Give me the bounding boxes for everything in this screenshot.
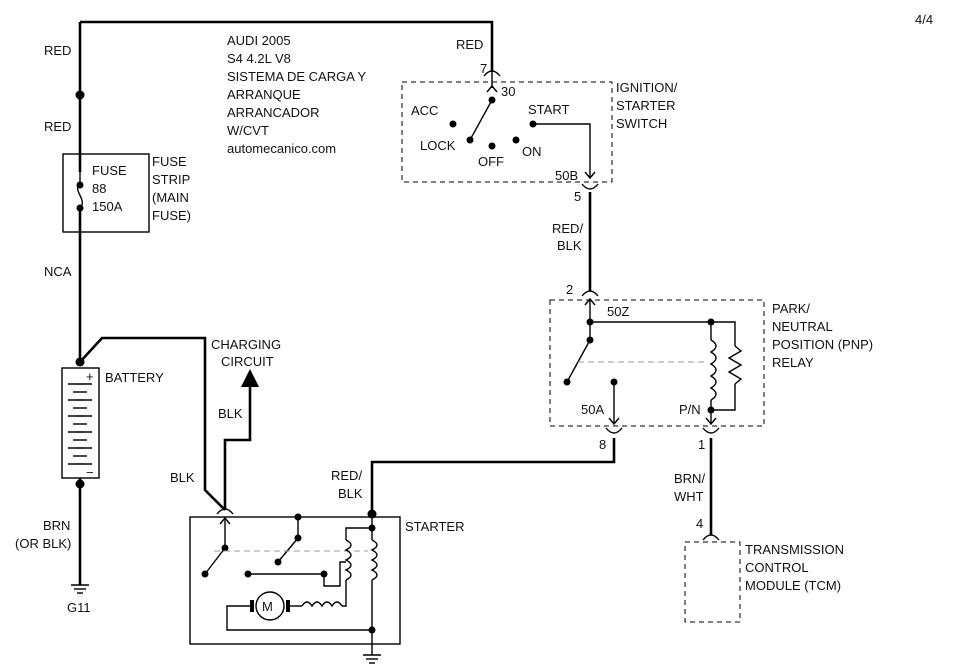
tcm-label-1: TRANSMISSION — [745, 542, 844, 557]
wire-top-red — [80, 20, 494, 72]
tcm-pin-4: 4 — [696, 516, 703, 531]
ignition-connector-top-icon — [483, 70, 501, 93]
fuse-strip-box — [62, 153, 150, 233]
wire-label-brn-wht-a: BRN/ — [674, 471, 705, 486]
pnp-relay-internals — [563, 318, 743, 426]
ignition-lock: LOCK — [420, 138, 456, 153]
ignition-off: OFF — [478, 154, 504, 169]
pnp-connector-bottom-icons — [605, 427, 720, 434]
ignition-start: START — [528, 102, 569, 117]
tcm-label-2: CONTROL — [745, 560, 809, 575]
pnp-label-2: NEUTRAL — [772, 319, 833, 334]
wire-label-nca: NCA — [44, 264, 72, 279]
pnp-relay-box — [549, 299, 765, 427]
ignition-label-1: IGNITION/ — [616, 80, 678, 95]
page-number: 4/4 — [915, 12, 933, 27]
ignition-acc: ACC — [411, 103, 438, 118]
motor-label: M — [262, 599, 273, 614]
battery-box — [61, 367, 100, 479]
wire-red-blk-pnp-starter — [370, 438, 616, 510]
wire-battery-blk — [79, 336, 226, 511]
tcm-box — [684, 541, 741, 623]
starter-box — [189, 516, 401, 645]
pnp-pin-50z: 50Z — [607, 304, 629, 319]
charging-arrow — [241, 369, 259, 387]
pnp-label-1: PARK/ — [772, 301, 810, 316]
title-line-1: AUDI 2005 — [227, 33, 291, 48]
title-line-2: S4 4.2L V8 — [227, 51, 291, 66]
battery-minus: − — [86, 465, 94, 480]
ground-symbol-g11 — [71, 580, 89, 594]
title-line-6: W/CVT — [227, 123, 269, 138]
ignition-pin-50b: 50B — [555, 168, 578, 183]
fuse-symbol — [76, 172, 84, 214]
wire-label-red-blk-1a: RED/ — [552, 221, 583, 236]
fuse-label-3: 150A — [92, 199, 123, 214]
wire-label-red-blk-2a: RED/ — [331, 468, 362, 483]
wire-label-red-blk-1b: BLK — [557, 238, 582, 253]
ignition-pin-30: 30 — [501, 84, 515, 99]
ignition-pin-7: 7 — [480, 61, 487, 76]
charging-label-1: CHARGING — [211, 337, 281, 352]
pnp-pin-1: 1 — [698, 437, 705, 452]
ignition-switch-box — [401, 81, 613, 183]
ignition-pin-5: 5 — [574, 189, 581, 204]
pnp-label-3: POSITION (PNP) — [772, 337, 873, 352]
battery-neg-dot — [75, 479, 85, 489]
wire-label-brn: BRN — [43, 518, 70, 533]
fuse-strip-label-4: FUSE) — [152, 208, 191, 223]
fuse-label-2: 88 — [92, 181, 106, 196]
title-line-4: ARRANQUE — [227, 87, 301, 102]
motor-icon — [250, 591, 290, 621]
wire-label-blk-charge: BLK — [218, 406, 243, 421]
ground-symbol-starter — [363, 645, 381, 664]
pnp-connector-top-icon — [581, 290, 599, 322]
fuse-strip-label-2: STRIP — [152, 172, 190, 187]
wire-label-red-top: RED — [456, 37, 483, 52]
tcm-connector-icon — [702, 534, 720, 541]
pnp-pin-pn: P/N — [679, 402, 701, 417]
wire-label-red-blk-2b: BLK — [338, 486, 363, 501]
ignition-on: ON — [522, 144, 542, 159]
pnp-pin-8: 8 — [599, 437, 606, 452]
fuse-strip-label-1: FUSE — [152, 154, 187, 169]
battery-plus: + — [86, 369, 94, 384]
wire-label-blk-starter: BLK — [170, 470, 195, 485]
title-line-3: SISTEMA DE CARGA Y — [227, 69, 367, 84]
tcm-label-3: MODULE (TCM) — [745, 578, 841, 593]
ground-label: G11 — [67, 600, 91, 615]
title-line-5: ARRANCADOR — [227, 105, 319, 120]
wire-charging-blk — [223, 385, 252, 510]
ignition-label-3: SWITCH — [616, 116, 667, 131]
starter-internals — [201, 509, 378, 645]
ignition-label-2: STARTER — [616, 98, 675, 113]
charging-label-2: CIRCUIT — [221, 354, 274, 369]
pnp-label-4: RELAY — [772, 355, 814, 370]
battery-label: BATTERY — [105, 370, 164, 385]
battery-pos-dot — [75, 357, 85, 367]
starter-label: STARTER — [405, 519, 464, 534]
wire-label-brn-or-blk: (OR BLK) — [15, 536, 71, 551]
fuse-label-1: FUSE — [92, 163, 127, 178]
ignition-switch-contacts — [449, 96, 596, 180]
wire-label-red-2: RED — [44, 119, 71, 134]
pnp-pin-50a: 50A — [581, 402, 604, 417]
wire-label-red-1: RED — [44, 43, 71, 58]
splice-dot — [75, 90, 85, 100]
pnp-pin-2: 2 — [566, 282, 573, 297]
title-line-7: automecanico.com — [227, 141, 336, 156]
wire-label-brn-wht-b: WHT — [674, 489, 704, 504]
fuse-strip-label-3: (MAIN — [152, 190, 189, 205]
ignition-connector-bottom-icon — [581, 183, 599, 190]
battery-cells-icon — [68, 383, 92, 465]
